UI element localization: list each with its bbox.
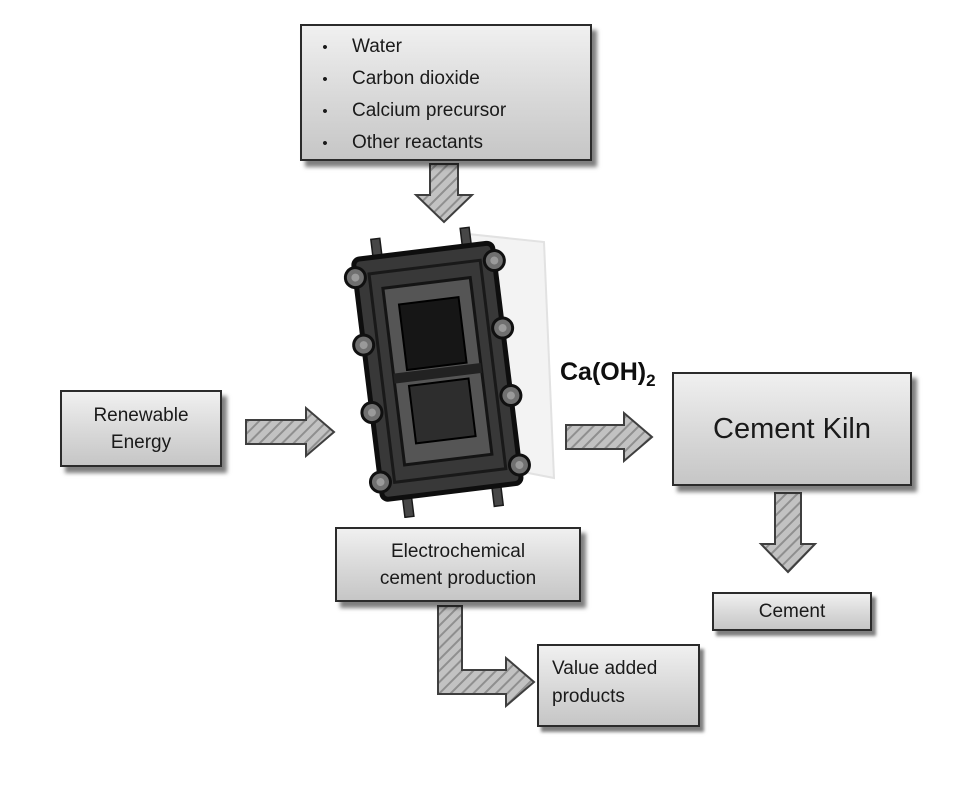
- bullet-icon: •: [322, 71, 328, 88]
- value-added-line2: products: [552, 686, 625, 707]
- cement-label: Cement: [758, 600, 826, 622]
- caoh2-base: Ca(OH): [560, 358, 647, 386]
- reactant-item: • Other reactants: [318, 127, 582, 159]
- bullet-icon: •: [322, 103, 328, 120]
- reactants-box: • Water • Carbon dioxide • Calcium precu…: [300, 24, 592, 161]
- arrow-electrochemical-to-value-added: [437, 605, 536, 709]
- cell-upper-plate: [397, 296, 468, 372]
- bullet-icon: •: [322, 135, 328, 152]
- cell-frame-inner-edge: [367, 258, 508, 484]
- arrow-cell-to-kiln: [565, 410, 654, 464]
- electrochemical-line1: Electrochemical: [390, 540, 526, 562]
- arrow-reactants-to-cell: [413, 163, 475, 224]
- renewable-energy-line1: Renewable: [93, 404, 189, 426]
- electrochemical-production-box: Electrochemical cement production: [335, 527, 581, 602]
- reactant-item: • Carbon dioxide: [318, 63, 582, 95]
- arrow-kiln-to-cement: [758, 492, 818, 574]
- reactant-item: • Calcium precursor: [318, 95, 582, 127]
- cement-kiln-box: Cement Kiln: [672, 372, 912, 486]
- reactants-list: • Water • Carbon dioxide • Calcium precu…: [318, 31, 582, 159]
- cell-lower-plate: [407, 377, 477, 445]
- cement-box: Cement: [712, 592, 872, 631]
- reactant-label: Water: [352, 36, 402, 57]
- bullet-icon: •: [322, 39, 328, 56]
- cement-kiln-label: Cement Kiln: [713, 412, 871, 445]
- renewable-energy-line2: Energy: [110, 431, 172, 453]
- cell-mid-plate: [393, 362, 482, 384]
- electrochemical-cell-image: [343, 226, 556, 518]
- caoh2-subscript: 2: [646, 371, 656, 390]
- cell-bolts: [343, 249, 531, 494]
- reactant-label: Other reactants: [352, 132, 483, 153]
- renewable-energy-box: Renewable Energy: [60, 390, 222, 467]
- caoh2-label: Ca(OH)2: [560, 358, 656, 391]
- reactant-label: Carbon dioxide: [352, 68, 480, 89]
- reactant-item: • Water: [318, 31, 582, 63]
- value-added-products-box: Value added products: [537, 644, 700, 727]
- arrow-renewable-to-cell: [245, 405, 336, 459]
- value-added-line1: Value added: [552, 658, 658, 679]
- electrochemical-line2: cement production: [379, 567, 537, 589]
- reactant-label: Calcium precursor: [352, 100, 507, 121]
